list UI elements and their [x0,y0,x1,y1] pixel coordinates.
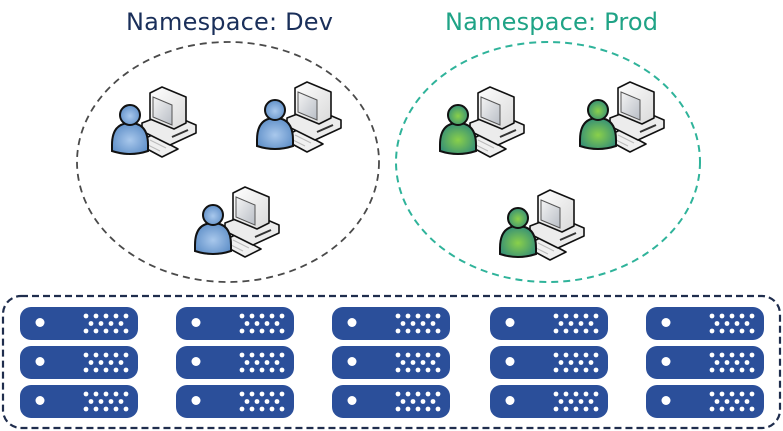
server-stack [332,307,450,418]
dev-workstation-icon [256,81,342,153]
server-rack-icon [332,307,450,340]
namespace-dev-boundary [76,41,380,283]
server-rack-icon [490,307,608,340]
server-stack [490,307,608,418]
server-rack-icon [646,346,764,379]
server-stack [20,307,138,418]
server-rack-icon [332,346,450,379]
cluster-boundary [1,294,782,430]
server-rack-icon [176,346,294,379]
server-rack-icon [20,385,138,418]
server-rack-icon [490,385,608,418]
namespace-prod-boundary [395,41,701,283]
server-rack-icon [176,307,294,340]
server-rack-icon [20,346,138,379]
server-rack-icon [332,385,450,418]
prod-workstation-icon [439,86,525,158]
server-rack-icon [646,385,764,418]
server-rack-icon [646,307,764,340]
server-rack-icon [20,307,138,340]
dev-workstation-icon [111,86,197,158]
server-rack-icon [490,346,608,379]
server-rack-icon [176,385,294,418]
dev-workstation-icon [194,186,280,258]
prod-workstation-icon [579,81,665,153]
server-stack [176,307,294,418]
prod-workstation-icon [499,189,585,261]
server-stack [646,307,764,418]
namespace-dev-title: Namespace: Dev [126,8,334,36]
namespace-prod-title: Namespace: Prod [445,8,659,36]
